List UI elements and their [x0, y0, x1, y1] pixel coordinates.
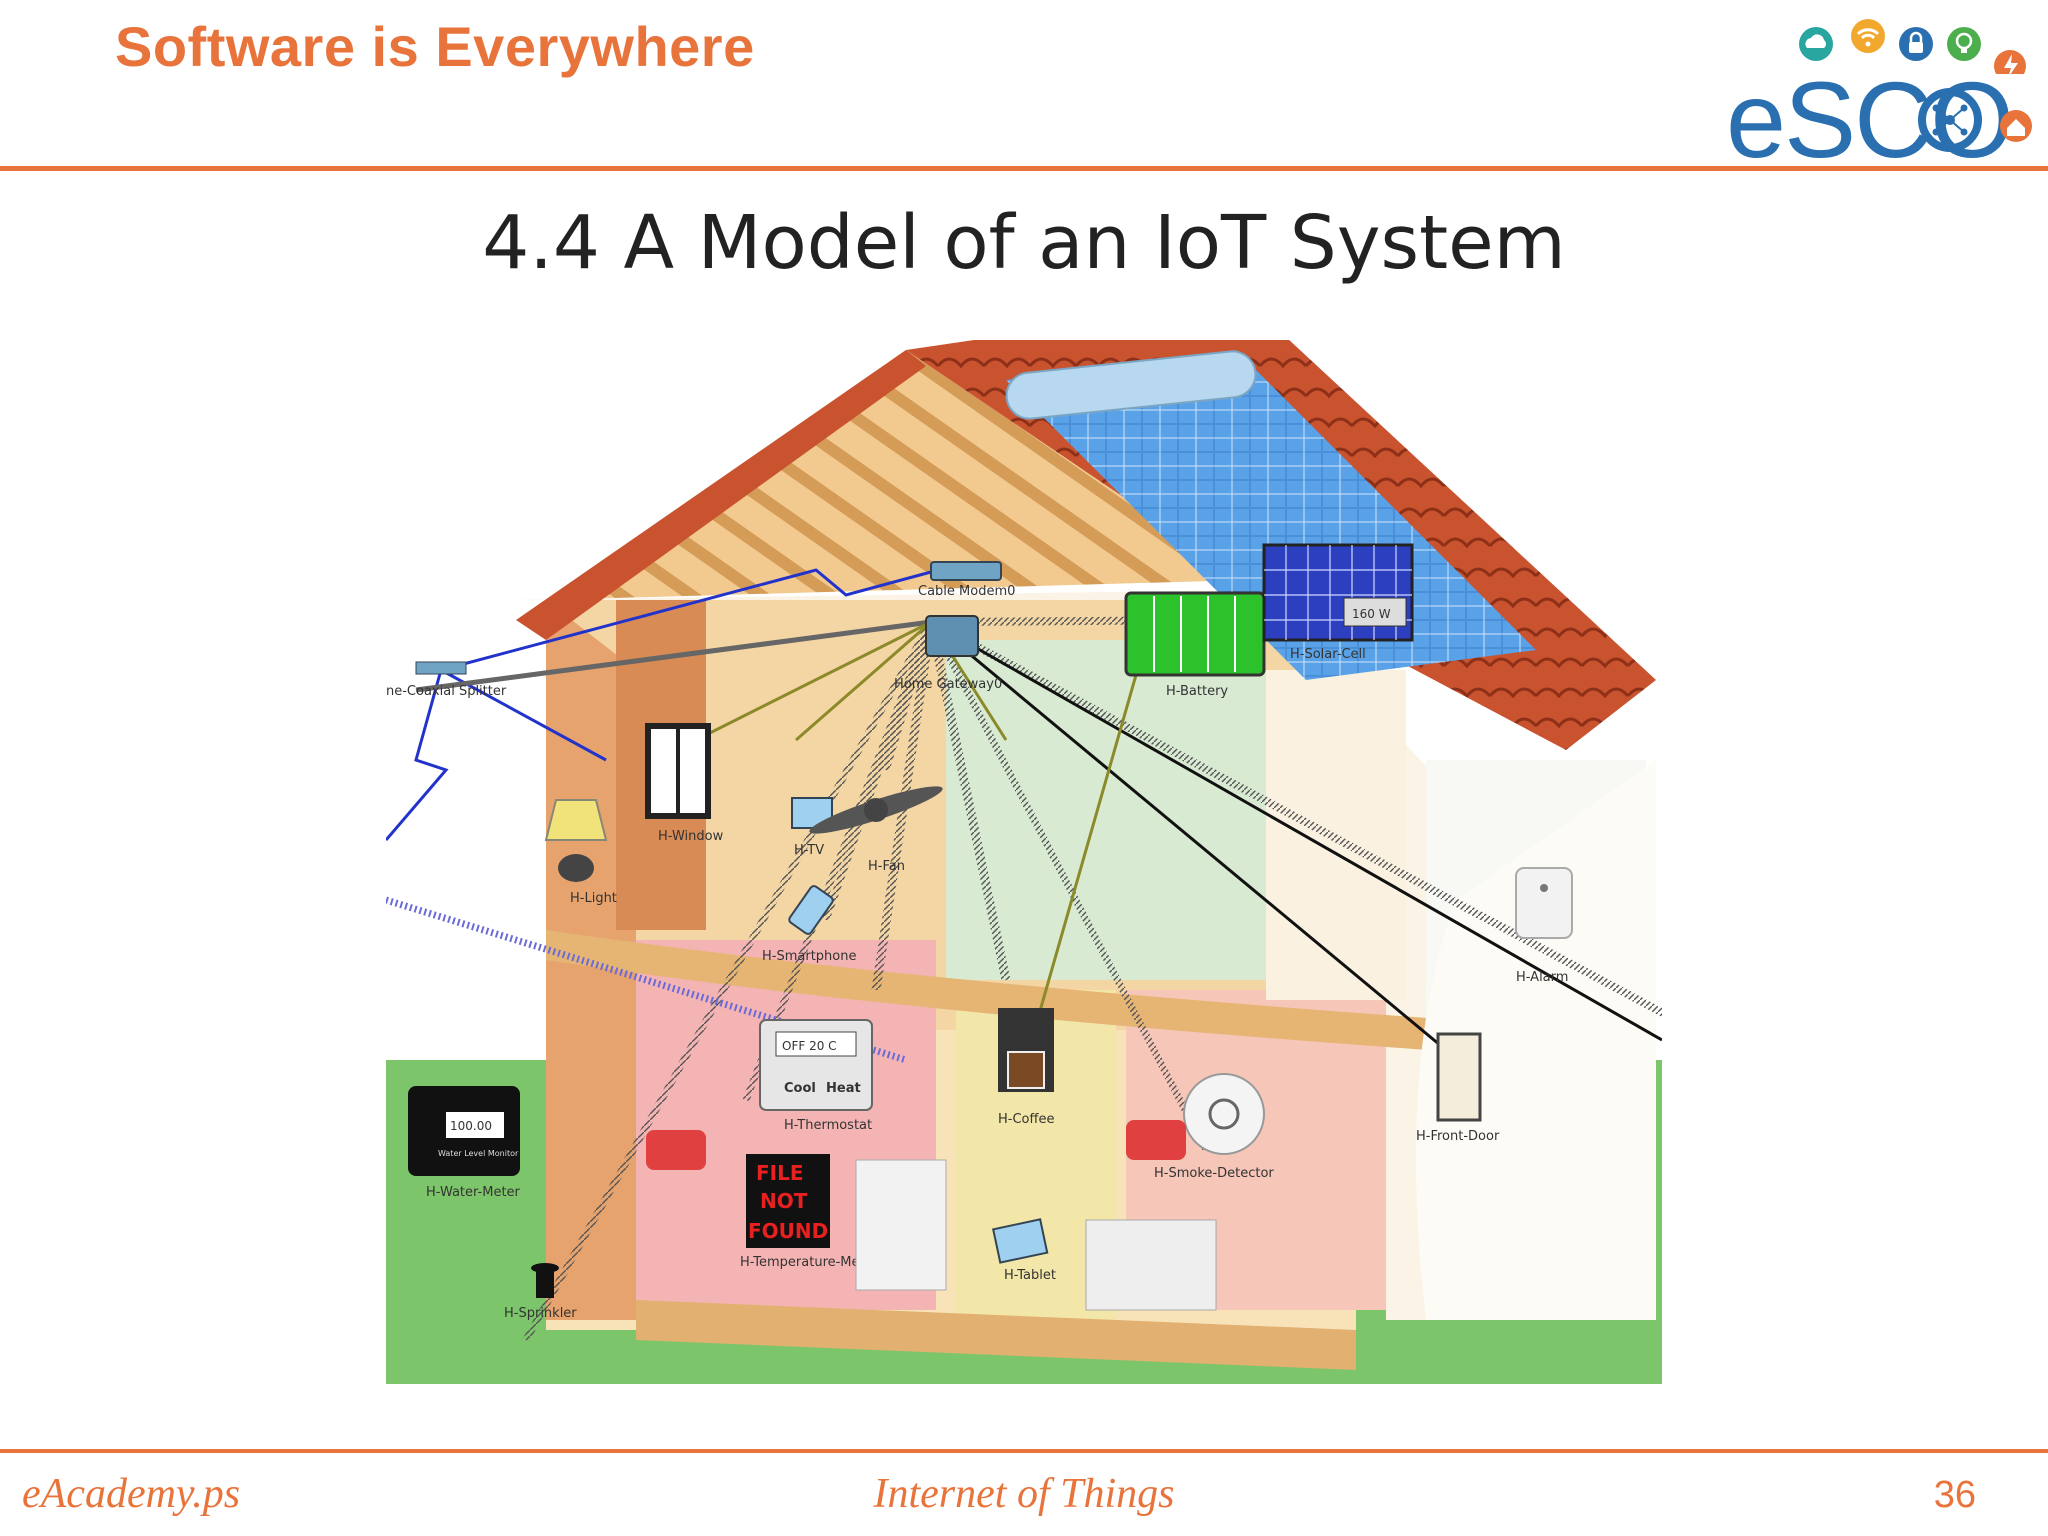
smoke-detector-device: [1183, 1073, 1265, 1155]
lightbulb-icon: [1947, 27, 1981, 61]
alarm-device: [1515, 867, 1573, 939]
stove: [1085, 1219, 1217, 1311]
label-solar-cell: H-Solar-Cell: [1290, 647, 1366, 662]
temp-line-3: FOUND: [748, 1219, 828, 1243]
thermostat-heat: Heat: [826, 1081, 861, 1096]
fan-device: [809, 786, 943, 834]
sprinkler-device: [531, 1263, 559, 1298]
iot-house-diagram: Cable Modem0 Home Gateway0 ne-Coaxial Sp…: [386, 340, 1662, 1384]
water-caption: Water Level Monitor: [438, 1149, 519, 1158]
label-light: H-Light: [570, 891, 617, 906]
water-meter-device: 100.00 Water Level Monitor: [408, 1086, 520, 1176]
mid-floor-slab: [546, 930, 1456, 1052]
temp-line-2: NOT: [760, 1189, 808, 1213]
sofa: [646, 1130, 706, 1170]
battery-device: [1124, 591, 1266, 677]
label-thermostat: H-Thermostat: [784, 1118, 872, 1133]
temp-line-1: FILE: [756, 1161, 804, 1185]
coaxial-splitter-device: [415, 661, 467, 675]
attic: [546, 350, 1246, 600]
label-water-meter: H-Water-Meter: [426, 1185, 521, 1200]
temperature-meter-device: FILE NOT FOUND: [746, 1154, 830, 1248]
water-reading: 100.00: [450, 1119, 492, 1133]
solar-readout: 160 W: [1352, 607, 1391, 621]
label-tablet: H-Tablet: [1004, 1268, 1056, 1283]
footer-center: Internet of Things: [873, 1471, 1175, 1517]
esco-logo: eSCO: [1720, 14, 2040, 174]
footer-left: eAcademy.ps: [22, 1471, 241, 1517]
logo-text: eSCO: [1726, 59, 2014, 180]
label-smartphone: H-Smartphone: [762, 949, 856, 964]
network-cables: [386, 568, 1662, 1342]
water-tank: [1005, 350, 1257, 420]
footer-rule: [0, 1449, 2048, 1453]
coffee-device: [998, 1008, 1054, 1092]
front-door-device: [1436, 1032, 1482, 1122]
label-tv: H-TV: [794, 843, 824, 858]
thermostat-cool: Cool: [784, 1081, 816, 1096]
label-home-gateway: Home Gateway0: [894, 677, 1002, 692]
home-gateway-device: [925, 615, 979, 657]
thermostat-display: OFF 20 C: [782, 1039, 837, 1053]
light-device: [544, 799, 608, 882]
label-window: H-Window: [658, 829, 724, 844]
label-fan: H-Fan: [868, 859, 905, 874]
label-smoke-detector: H-Smoke-Detector: [1154, 1166, 1274, 1181]
thermostat-device: OFF 20 C Cool Heat: [759, 1019, 873, 1111]
logo-icons: [1799, 19, 2026, 74]
label-temperature-meter: H-Temperature-Meter: [740, 1255, 879, 1270]
label-coffee: H-Coffee: [998, 1112, 1054, 1127]
slide-title: 4.4 A Model of an IoT System: [482, 200, 1566, 286]
header-rule: [0, 166, 2048, 171]
cable-modem-device: [930, 561, 1002, 581]
label-cable-modem: Cable Modem0: [918, 584, 1015, 599]
label-battery: H-Battery: [1166, 684, 1228, 699]
header-title: Software is Everywhere: [115, 15, 755, 78]
page-number: 36: [1933, 1474, 1976, 1516]
smartphone-device: [788, 885, 834, 935]
label-splitter: ne-Coaxial Splitter: [386, 684, 507, 699]
tablet-device: [992, 1218, 1049, 1264]
label-alarm: H-Alarm: [1516, 970, 1568, 985]
label-sprinkler: H-Sprinkler: [504, 1306, 577, 1321]
label-front-door: H-Front-Door: [1416, 1129, 1500, 1144]
kitchen-counter: [855, 1159, 947, 1291]
chair: [1126, 1120, 1186, 1160]
